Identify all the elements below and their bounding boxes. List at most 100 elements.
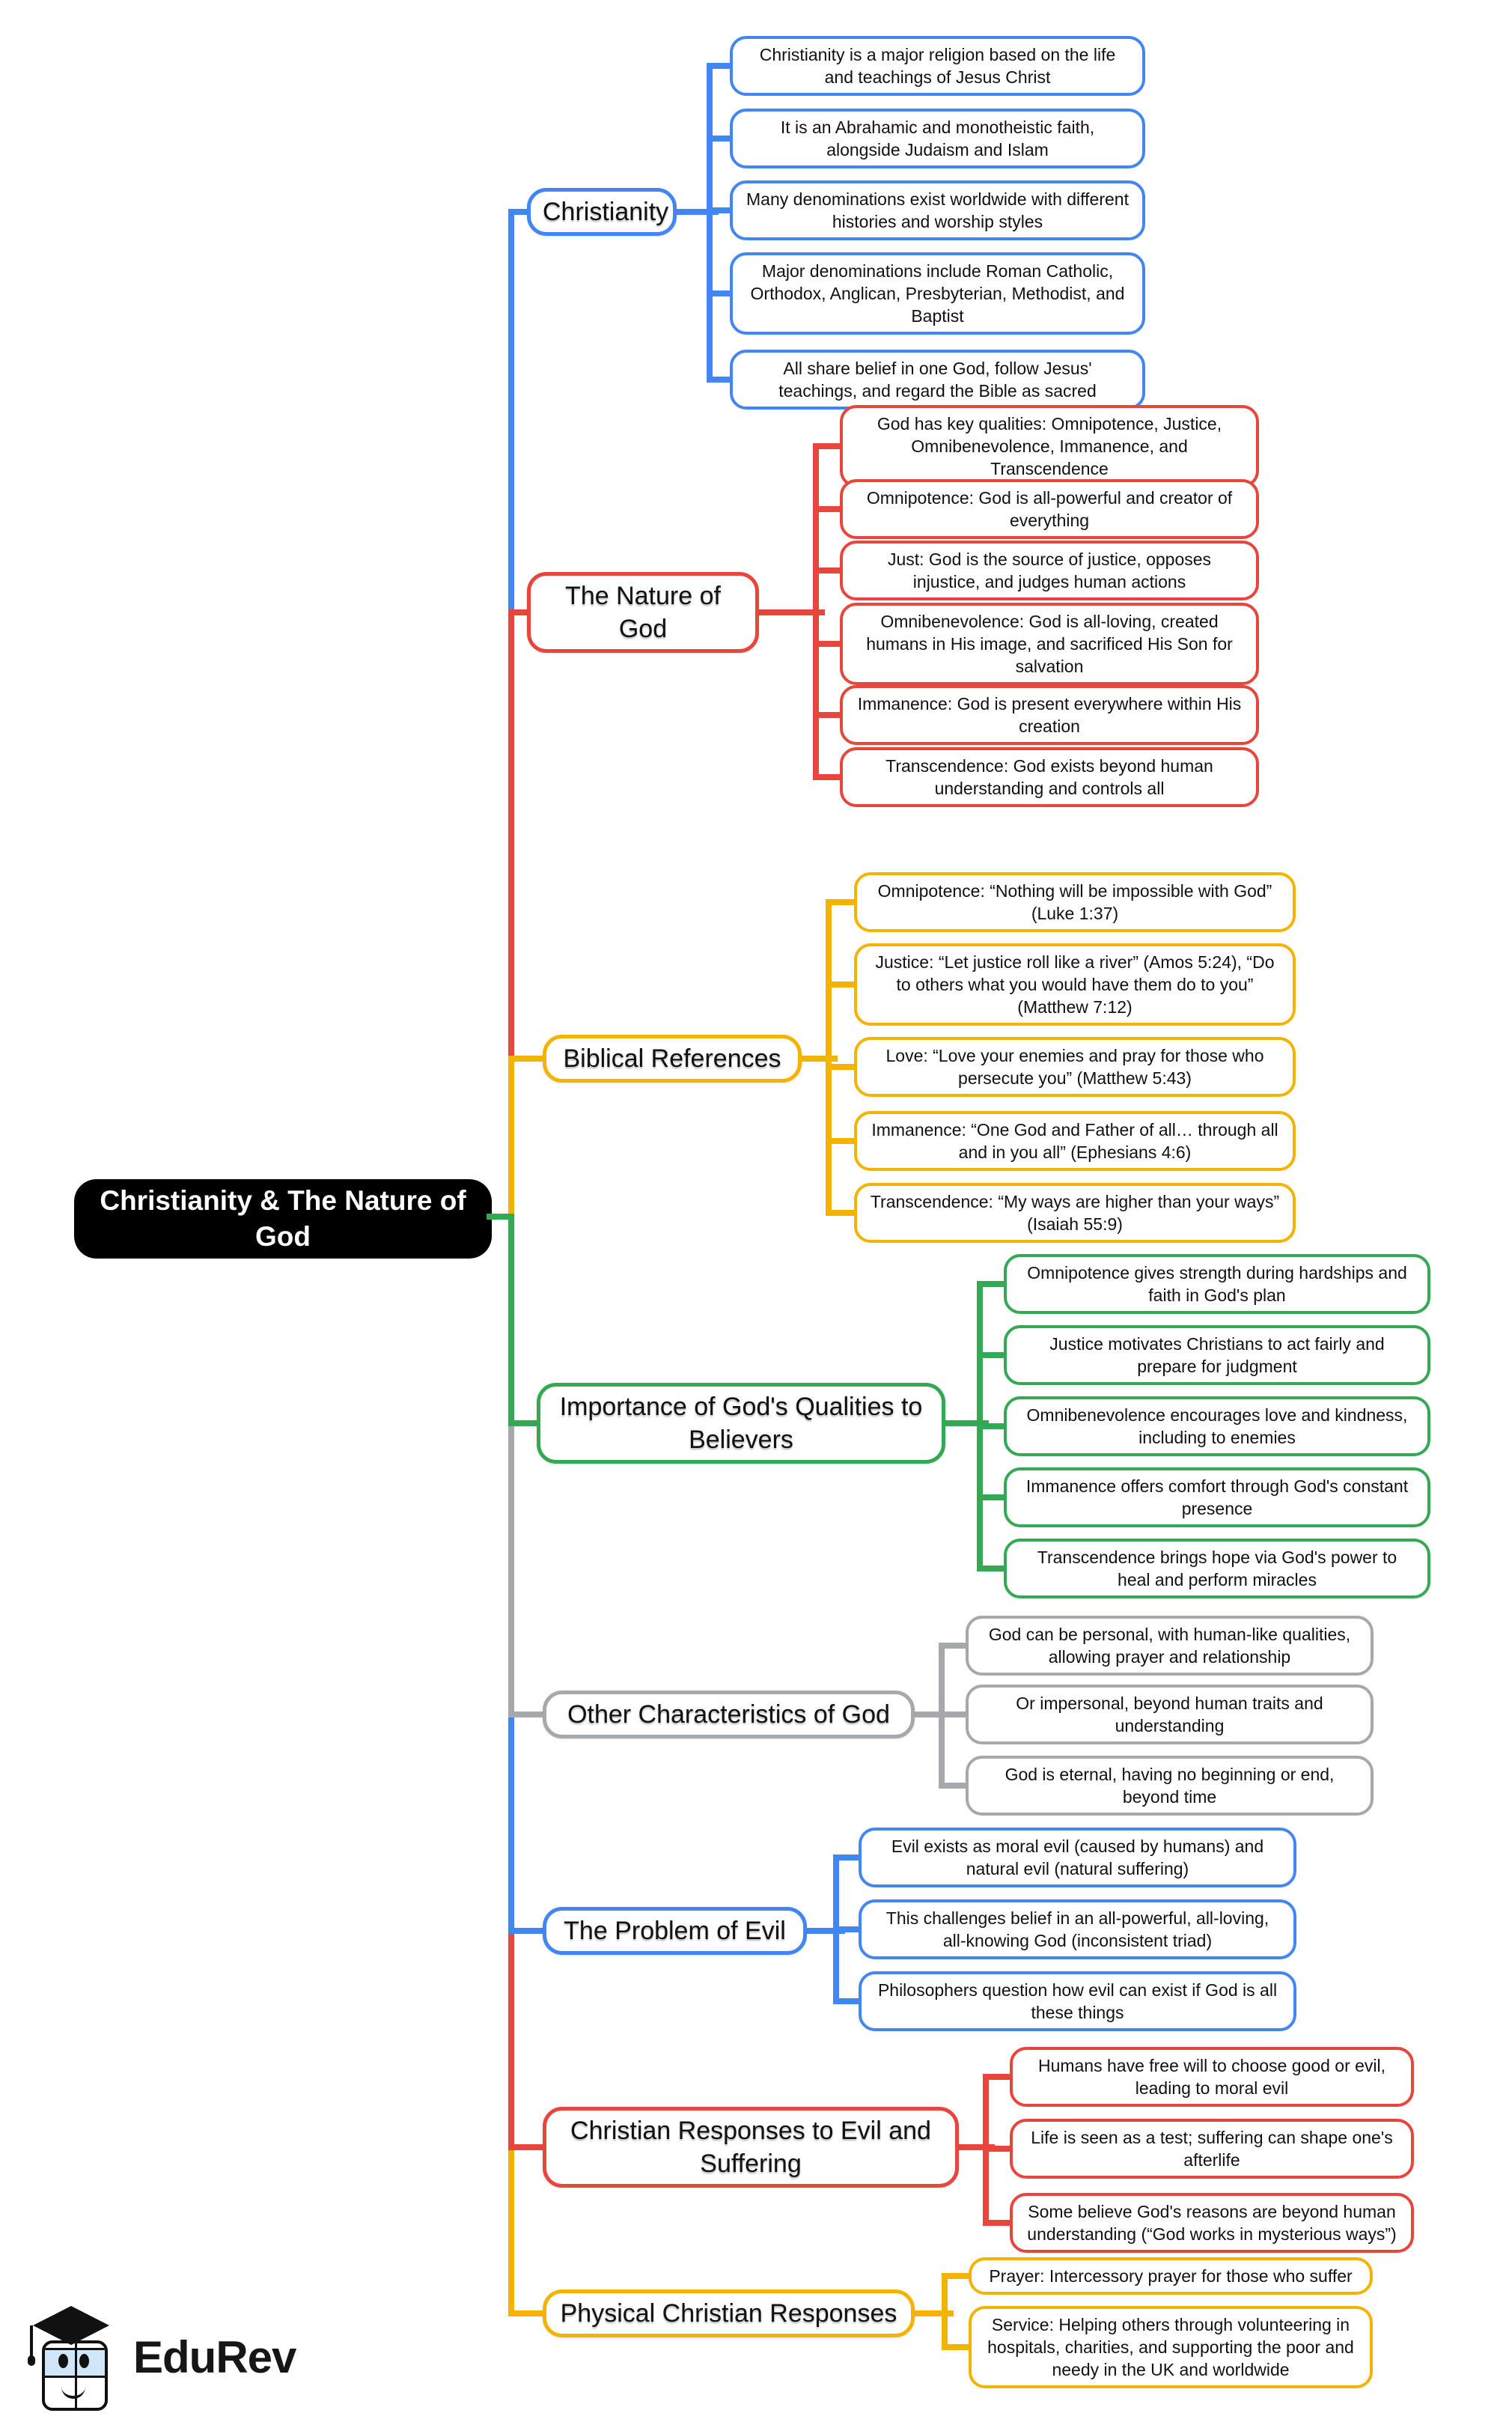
leaf-node[interactable]: Omnibenevolence: God is all-loving, crea…: [840, 603, 1259, 685]
branch-node-physical-christian-responses[interactable]: Physical Christian Responses: [543, 2289, 915, 2337]
branch-node-importance-of-gods-qualities[interactable]: Importance of God's Qualities to Believe…: [537, 1383, 945, 1464]
connector-line: [977, 1352, 1011, 1358]
leaf-node[interactable]: Omnipotence: “Nothing will be impossible…: [854, 872, 1296, 932]
connector-line: [508, 209, 514, 615]
leaf-node[interactable]: Omnipotence: God is all-powerful and cre…: [840, 479, 1259, 539]
connector-line: [508, 1056, 514, 1220]
connector-line: [977, 1566, 1011, 1571]
connector-line: [813, 641, 847, 647]
connector-line: [508, 609, 514, 1062]
leaf-node[interactable]: Immanence: “One God and Father of all… t…: [854, 1111, 1296, 1171]
branch-node-problem-of-evil[interactable]: The Problem of Evil: [543, 1907, 807, 1955]
connector-line: [508, 2144, 514, 2316]
connector-line: [826, 982, 862, 988]
connector-line: [938, 1420, 989, 1426]
connector-line: [508, 609, 534, 615]
leaf-node[interactable]: Justice: “Let justice roll like a river”…: [854, 943, 1296, 1026]
connector-line: [942, 2273, 976, 2279]
connector-line: [813, 712, 847, 718]
leaf-node[interactable]: Immanence: God is present everywhere wit…: [840, 685, 1259, 745]
connector-line: [833, 1998, 866, 2004]
leaf-node[interactable]: Evil exists as moral evil (caused by hum…: [859, 1828, 1296, 1887]
leaf-node[interactable]: Prayer: Intercessory prayer for those wh…: [969, 2257, 1373, 2295]
connector-line: [707, 136, 737, 142]
edurev-logo-text: EduRev: [133, 2331, 296, 2382]
connector-line: [813, 443, 847, 449]
connector-line: [799, 1928, 845, 1934]
leaf-node[interactable]: Immanence offers comfort through God's c…: [1004, 1467, 1430, 1527]
central-topic-node[interactable]: Christianity & The Nature of God: [74, 1179, 492, 1259]
connector-line: [977, 1494, 1011, 1500]
connector-line: [942, 2344, 976, 2350]
connector-line: [951, 2144, 995, 2150]
connector-line: [826, 1210, 862, 1216]
connector-line: [752, 609, 825, 615]
connector-line: [939, 1783, 973, 1789]
leaf-node[interactable]: Transcendence: “My ways are higher than …: [854, 1183, 1296, 1243]
connector-line: [707, 63, 737, 69]
branch-node-nature-of-god[interactable]: The Nature of God: [527, 572, 759, 653]
connector-line: [508, 1214, 514, 1426]
leaf-node[interactable]: Major denominations include Roman Cathol…: [730, 252, 1145, 335]
connector-line: [977, 1423, 1011, 1429]
leaf-node[interactable]: Christianity is a major religion based o…: [730, 36, 1145, 96]
connector-line: [508, 2310, 550, 2316]
connector-line: [707, 290, 737, 296]
leaf-node[interactable]: God can be personal, with human-like qua…: [966, 1616, 1374, 1676]
leaf-node[interactable]: Omnipotence gives strength during hardsh…: [1004, 1254, 1430, 1314]
connector-line: [939, 1643, 973, 1649]
leaf-node[interactable]: God is eternal, having no beginning or e…: [966, 1756, 1374, 1816]
branch-node-christianity[interactable]: Christianity: [527, 188, 677, 236]
connector-line: [813, 774, 847, 780]
connector-line: [669, 209, 719, 215]
branch-node-christian-responses[interactable]: Christian Responses to Evil and Sufferin…: [543, 2107, 959, 2188]
connector-line: [942, 2273, 948, 2350]
branch-node-biblical-references[interactable]: Biblical References: [543, 1035, 802, 1083]
connector-line: [813, 568, 847, 573]
leaf-node[interactable]: God has key qualities: Omnipotence, Just…: [840, 405, 1259, 487]
connector-line: [508, 209, 534, 215]
connector-line: [826, 899, 832, 1216]
connector-line: [707, 63, 713, 383]
connector-line: [508, 1712, 550, 1717]
connector-line: [826, 899, 862, 905]
leaf-node[interactable]: Many denominations exist worldwide with …: [730, 180, 1145, 240]
connector-line: [487, 1214, 514, 1220]
leaf-node[interactable]: Transcendence brings hope via God's powe…: [1004, 1539, 1430, 1598]
leaf-node[interactable]: Omnibenevolence encourages love and kind…: [1004, 1396, 1430, 1456]
connector-line: [707, 207, 737, 213]
connector-line: [508, 1928, 514, 2150]
edurev-logo: EduRev: [28, 2304, 296, 2411]
leaf-node[interactable]: Philosophers question how evil can exist…: [859, 1971, 1296, 2031]
leaf-node[interactable]: Transcendence: God exists beyond human u…: [840, 747, 1259, 807]
branch-node-other-characteristics[interactable]: Other Characteristics of God: [543, 1691, 915, 1738]
leaf-node[interactable]: This challenges belief in an all-powerfu…: [859, 1899, 1296, 1959]
connector-line: [813, 443, 819, 780]
leaf-node[interactable]: It is an Abrahamic and monotheistic fait…: [730, 109, 1145, 168]
connector-line: [983, 2146, 1017, 2152]
connector-line: [907, 1712, 951, 1717]
leaf-node[interactable]: Justice motivates Christians to act fair…: [1004, 1325, 1430, 1385]
leaf-node[interactable]: Humans have free will to choose good or …: [1010, 2047, 1414, 2107]
connector-line: [833, 1926, 866, 1932]
connector-line: [826, 1138, 862, 1144]
connector-line: [508, 1420, 514, 1717]
leaf-node[interactable]: Service: Helping others through voluntee…: [969, 2306, 1373, 2388]
connector-line: [508, 1712, 514, 1934]
leaf-node[interactable]: Or impersonal, beyond human traits and u…: [966, 1685, 1374, 1744]
leaf-node[interactable]: Some believe God's reasons are beyond hu…: [1010, 2193, 1414, 2253]
leaf-node[interactable]: All share belief in one God, follow Jesu…: [730, 350, 1145, 410]
connector-line: [508, 2144, 550, 2150]
leaf-node[interactable]: Just: God is the source of justice, oppo…: [840, 541, 1259, 600]
edurev-logo-icon: [28, 2304, 112, 2411]
connector-line: [508, 1928, 550, 1934]
connector-line: [907, 2310, 954, 2316]
connector-line: [707, 377, 737, 383]
connector-line: [983, 2220, 1017, 2226]
connector-line: [813, 506, 847, 512]
connector-line: [826, 1064, 862, 1070]
connector-line: [977, 1281, 1011, 1287]
leaf-node[interactable]: Life is seen as a test; suffering can sh…: [1010, 2119, 1414, 2179]
leaf-node[interactable]: Love: “Love your enemies and pray for th…: [854, 1037, 1296, 1097]
